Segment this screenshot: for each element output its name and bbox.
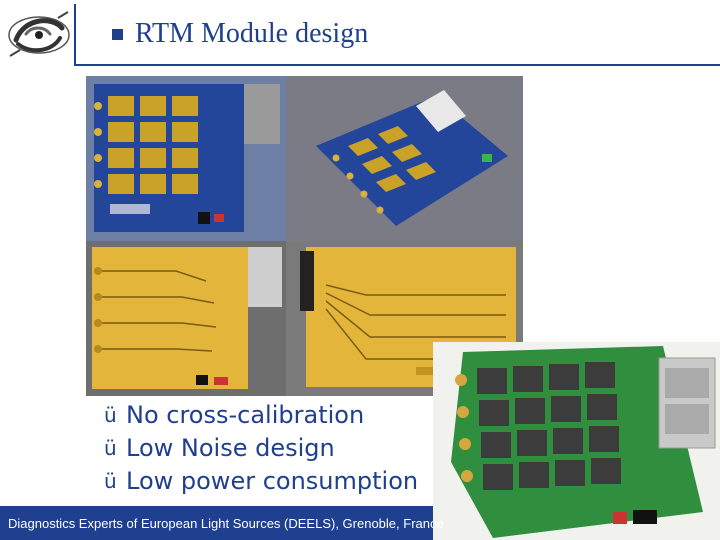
title-row: RTM Module design <box>112 18 368 50</box>
feature-list: ü No cross-calibration ü Low Noise desig… <box>104 398 418 497</box>
pcb-routing-view-yellow <box>86 241 286 396</box>
feature-label: Low power consumption <box>126 466 419 495</box>
assembled-board-photo <box>433 342 720 540</box>
page-title: RTM Module design <box>135 18 369 49</box>
feature-label: Low Noise design <box>126 433 335 462</box>
checkmark-icon: ü <box>104 402 117 427</box>
checkmark-icon: ü <box>104 435 117 460</box>
square-bullet-icon <box>112 28 123 40</box>
feature-item: ü Low power consumption <box>104 464 418 497</box>
footer-text: Diagnostics Experts of European Light So… <box>8 515 444 531</box>
feature-item: ü No cross-calibration <box>104 398 418 431</box>
institute-logo-icon <box>8 11 70 57</box>
pcb-3d-view-blue <box>286 76 523 241</box>
header-rule <box>74 64 720 66</box>
feature-label: No cross-calibration <box>126 400 365 429</box>
header-rule-vertical <box>74 4 76 66</box>
footer-bar: Diagnostics Experts of European Light So… <box>0 506 444 540</box>
pcb-layout-collage <box>86 76 523 396</box>
checkmark-icon: ü <box>104 468 117 493</box>
feature-item: ü Low Noise design <box>104 431 418 464</box>
pcb-top-view-blue <box>86 76 286 241</box>
